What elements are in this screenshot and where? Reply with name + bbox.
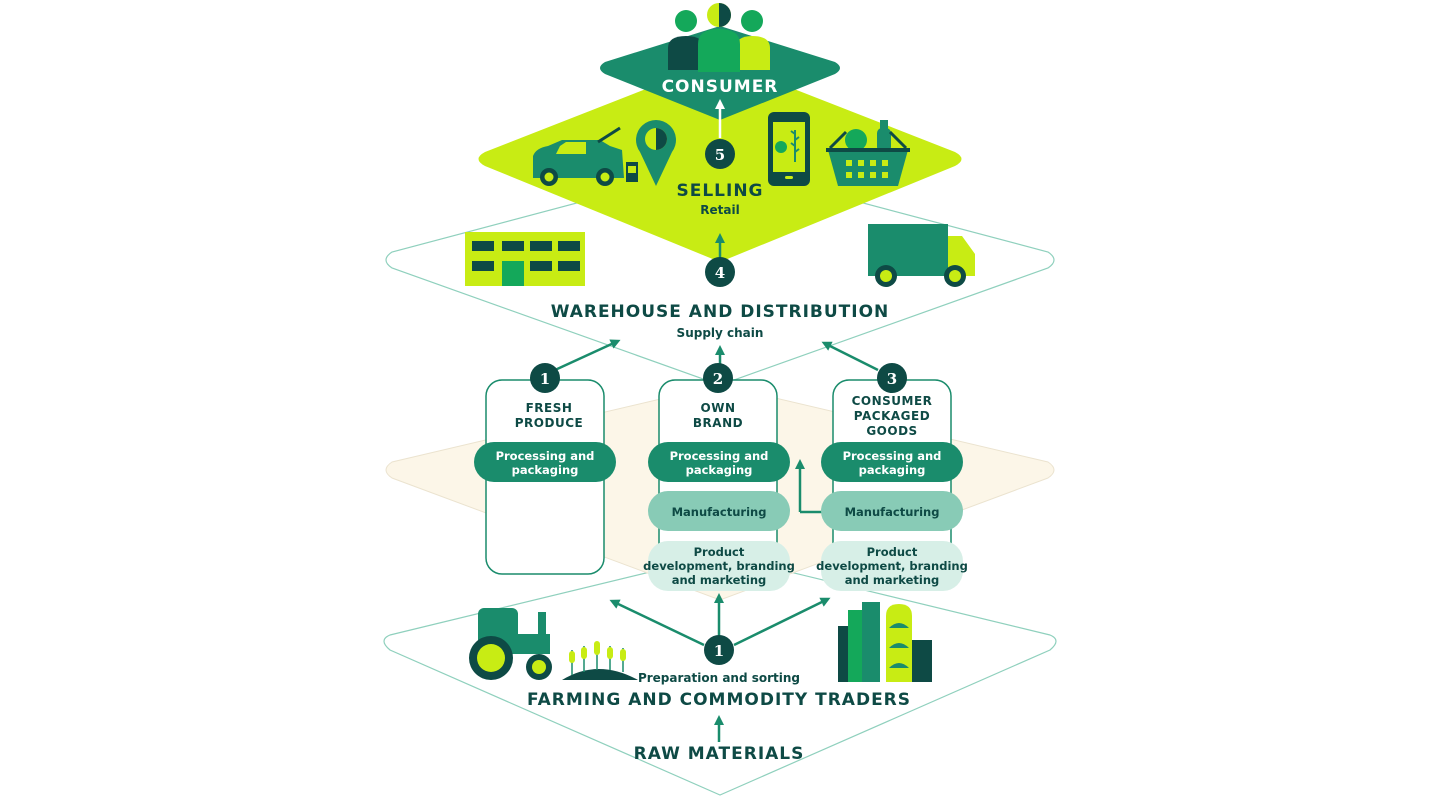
own-processing-line-2: packaging: [686, 463, 753, 477]
step-1-farming-number: 1: [714, 642, 724, 660]
step-5-number: 5: [715, 146, 725, 164]
warehouse-title: WAREHOUSE AND DISTRIBUTION: [551, 302, 890, 322]
cpg-processing-line-1: Processing and: [843, 449, 942, 463]
step-5-circle: [705, 139, 735, 169]
people-icon: [668, 3, 770, 72]
cpg-processing-line-2: packaging: [859, 463, 926, 477]
cpg-title-line-2: PACKAGED: [854, 409, 930, 423]
own-manufacturing: Manufacturing: [672, 505, 767, 519]
step-2-number: 2: [713, 370, 723, 388]
consumer-layer: [600, 26, 840, 120]
smartphone-icon: [768, 112, 810, 186]
column-fresh-produce: 1 FRESH PRODUCE Processing and packaging: [474, 363, 616, 575]
cpg-development-line-2: development, branding: [816, 559, 968, 573]
cpg-manufacturing: Manufacturing: [845, 505, 940, 519]
fresh-title-line-1: FRESH: [526, 401, 573, 415]
farming-subtitle: Preparation and sorting: [638, 671, 800, 685]
truck-icon: [868, 224, 975, 287]
cpg-development-line-1: Product: [867, 545, 918, 559]
step-1-farming-circle: [704, 635, 734, 665]
step-3-number: 3: [887, 370, 897, 388]
own-development-line-3: and marketing: [672, 573, 767, 587]
fresh-processing-line-2: packaging: [512, 463, 579, 477]
fresh-title-line-2: PRODUCE: [515, 416, 583, 430]
tractor-icon: [469, 608, 552, 680]
own-development-line-2: development, branding: [643, 559, 795, 573]
own-development-line-1: Product: [694, 545, 745, 559]
fresh-processing-line-1: Processing and: [496, 449, 595, 463]
consumer-label: CONSUMER: [662, 77, 779, 97]
warehouse-subtitle: Supply chain: [677, 326, 764, 340]
step-4-number: 4: [715, 264, 725, 282]
cpg-title-line-1: CONSUMER: [852, 394, 933, 408]
crops-icon: [562, 641, 638, 680]
farming-title: FARMING AND COMMODITY TRADERS: [527, 690, 911, 710]
step-4-circle: [705, 257, 735, 287]
column-own-brand: 2 OWN BRAND Processing and packaging Man…: [643, 363, 795, 591]
warehouse-icon: [465, 232, 585, 286]
step-1-fresh-number: 1: [540, 370, 550, 388]
cpg-title-line-3: GOODS: [866, 424, 917, 438]
cpg-development-line-3: and marketing: [845, 573, 940, 587]
location-pin-icon: [636, 120, 676, 186]
car-icon: [533, 126, 638, 186]
flow-arrows: [554, 99, 879, 742]
own-title-line-1: OWN: [701, 401, 736, 415]
selling-subtitle: Retail: [700, 203, 739, 217]
own-processing-line-1: Processing and: [670, 449, 769, 463]
selling-title: SELLING: [676, 181, 763, 201]
column-consumer-packaged-goods: 3 CONSUMER PACKAGED GOODS Processing and…: [816, 363, 968, 591]
shopping-basket-icon: [826, 120, 910, 186]
silos-icon: [838, 602, 932, 682]
raw-materials-title: RAW MATERIALS: [634, 744, 805, 764]
own-title-line-2: BRAND: [693, 416, 743, 430]
